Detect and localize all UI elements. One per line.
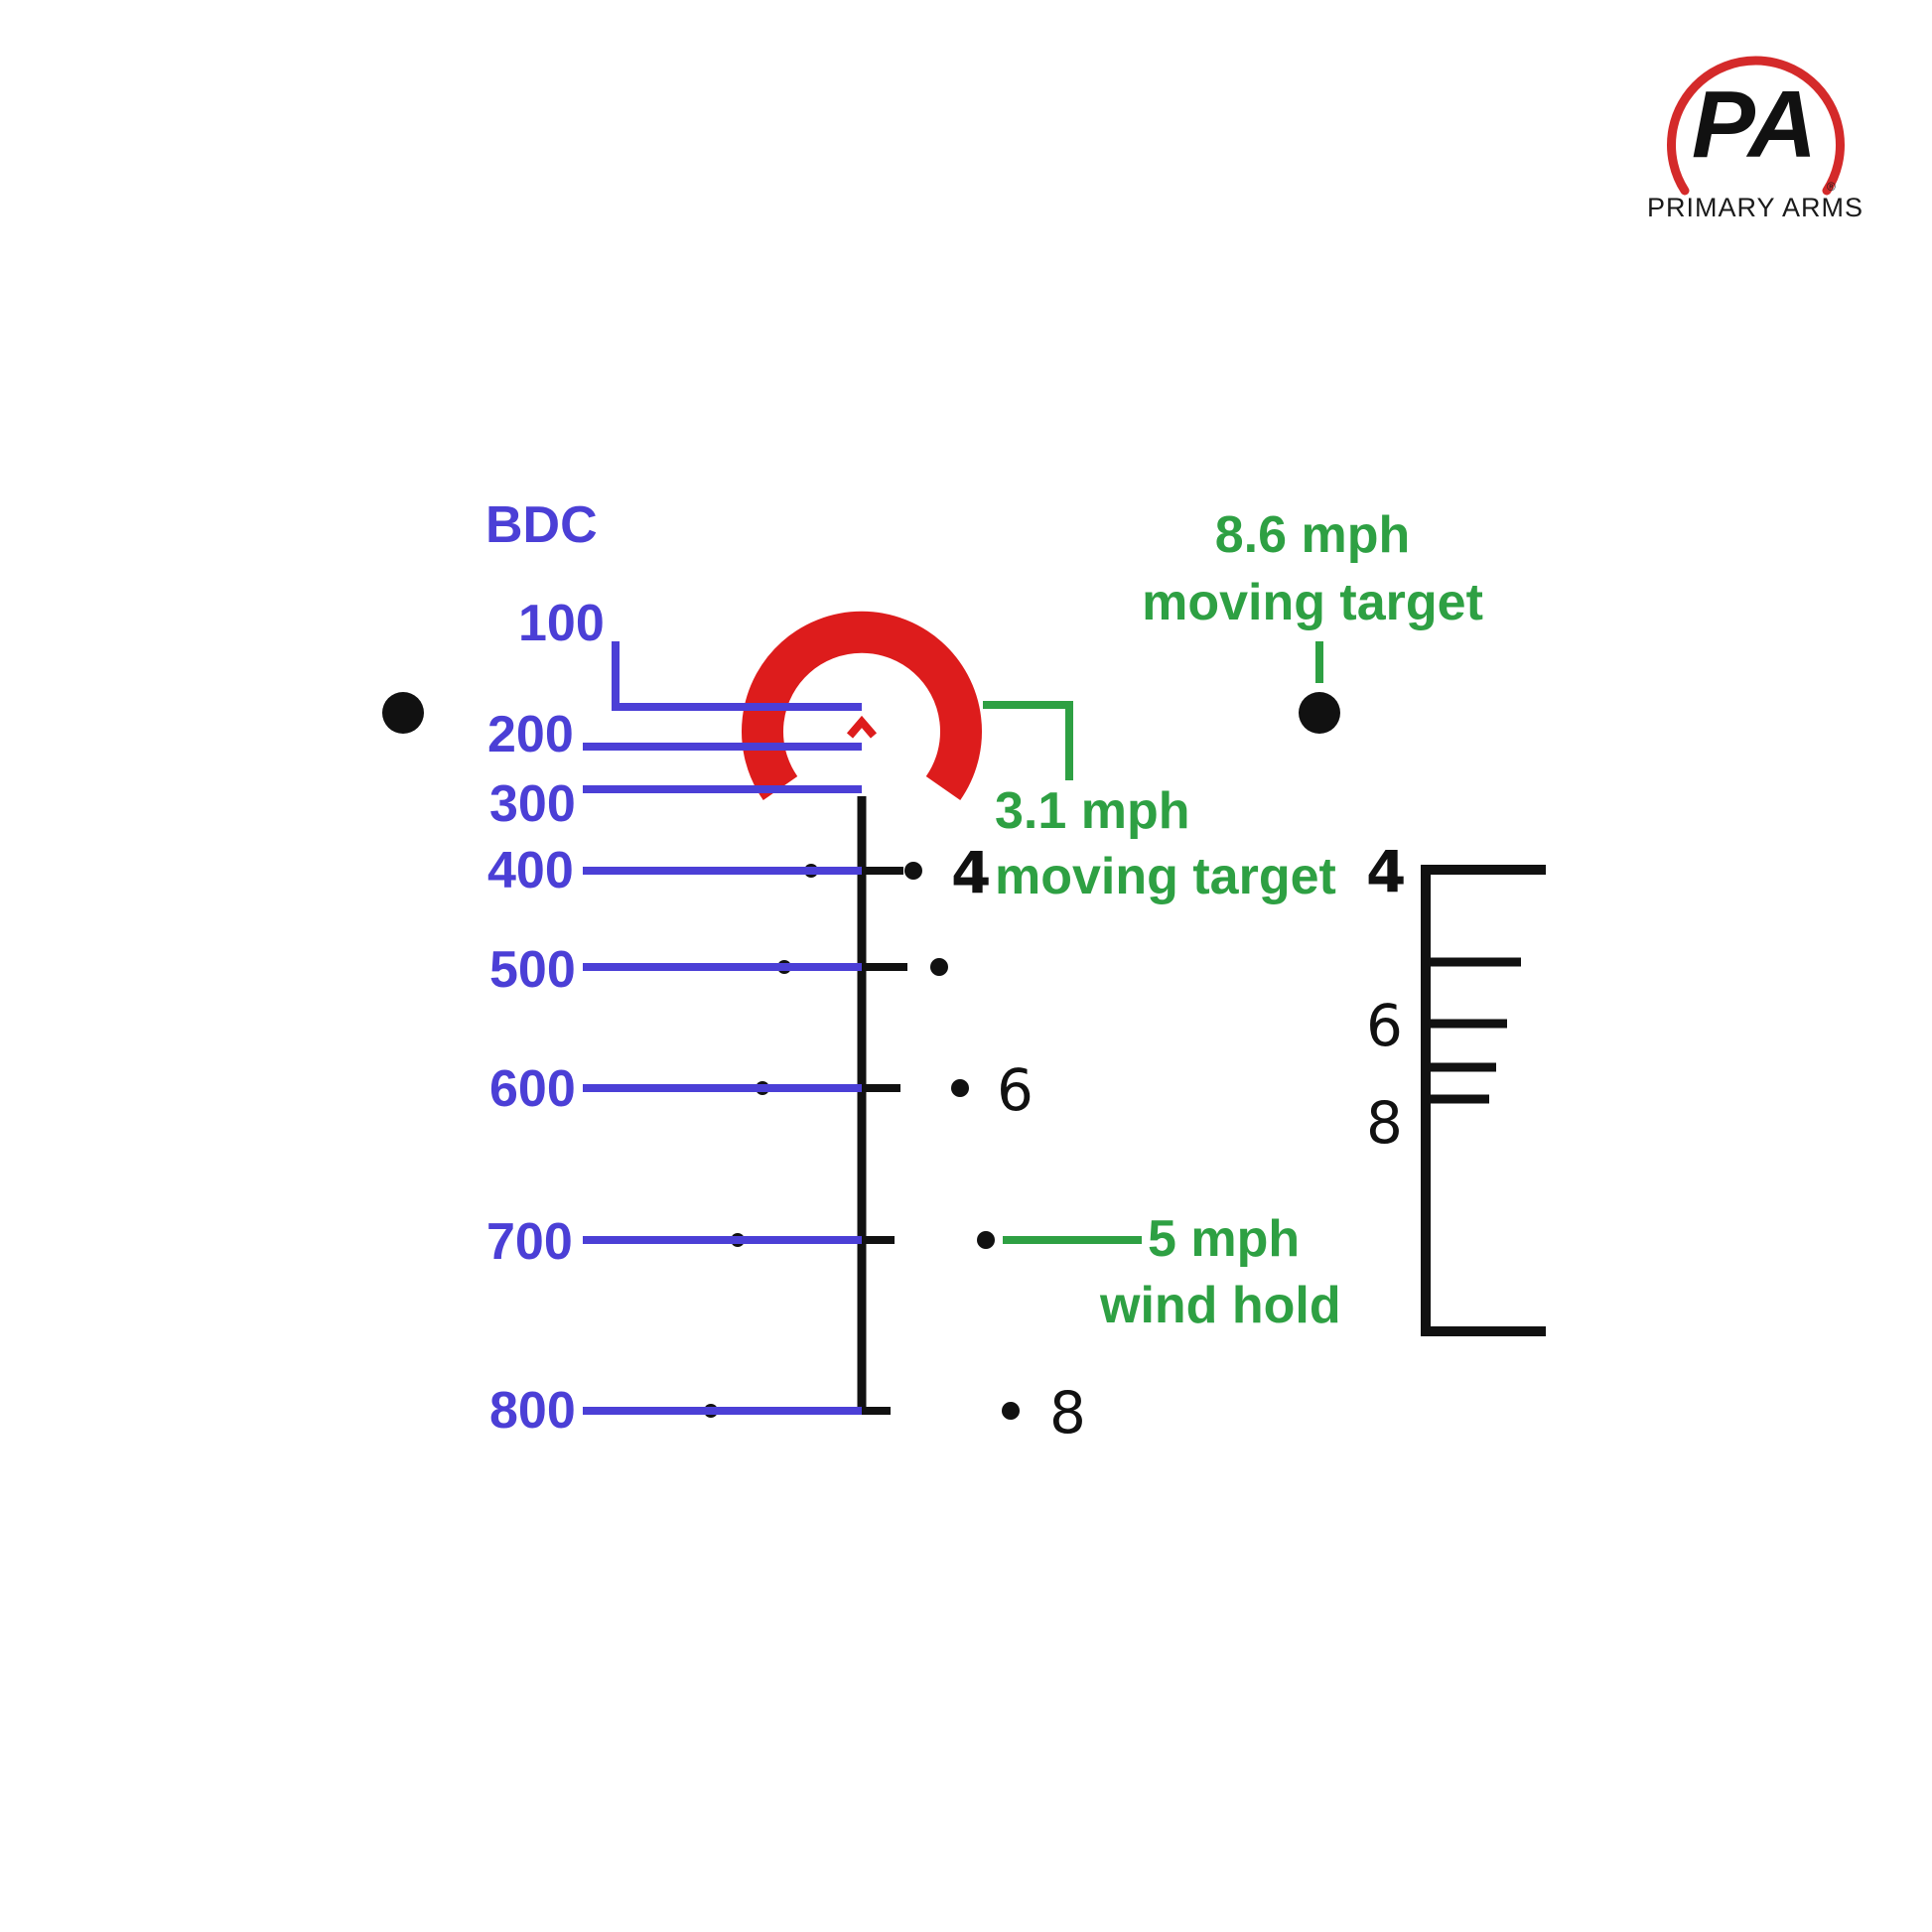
bdc-range-100: 100 bbox=[518, 595, 605, 652]
reticle-left-dot bbox=[382, 692, 424, 734]
bdc-range-500: 500 bbox=[489, 941, 576, 999]
lead-dot-700-right bbox=[977, 1231, 995, 1249]
bdc-range-600: 600 bbox=[489, 1060, 576, 1118]
annotation-wind-hold-line2: wind hold bbox=[1099, 1277, 1341, 1334]
lead-dot-400-right bbox=[904, 862, 922, 880]
bdc-range-700: 700 bbox=[486, 1213, 573, 1271]
annotation-3-1-mph-leader bbox=[983, 701, 1073, 780]
ranging-label-8: 8 bbox=[1366, 1089, 1403, 1157]
center-chevron bbox=[846, 715, 878, 739]
brand-logo-ring bbox=[1667, 56, 1845, 196]
ranging-label-4: 4 bbox=[1366, 838, 1406, 905]
center-ring bbox=[742, 611, 982, 800]
annotation-8-6-mph-line2: moving target bbox=[1142, 574, 1483, 631]
annotation-3-1-mph-line1: 3.1 mph bbox=[995, 782, 1190, 840]
lead-dot-500-right bbox=[930, 958, 948, 976]
reticle-right-dot bbox=[1299, 692, 1340, 734]
annotation-wind-hold-line1: 5 mph bbox=[1148, 1210, 1300, 1268]
green-annotations: 8.6 mph moving target 3.1 mph moving tar… bbox=[983, 506, 1483, 1334]
bdc-range-800: 800 bbox=[489, 1382, 576, 1440]
bdc-leader-100 bbox=[612, 641, 862, 711]
stadia-number-6: 6 bbox=[997, 1056, 1034, 1124]
center-horseshoe bbox=[742, 611, 982, 800]
stadia-number-8: 8 bbox=[1049, 1379, 1086, 1447]
bdc-range-400: 400 bbox=[487, 842, 574, 899]
bdc-callouts: BDC 100 200 300 400 500 600 700 800 bbox=[485, 496, 862, 1440]
lead-dot-800-right bbox=[1002, 1402, 1020, 1420]
bdc-title: BDC bbox=[485, 496, 598, 554]
ranging-label-6: 6 bbox=[1366, 992, 1403, 1059]
stadia-number-4: 4 bbox=[951, 839, 991, 906]
brand-name: PRIMARY ARMS bbox=[1647, 193, 1863, 222]
brand-registered-mark: ® bbox=[1827, 180, 1836, 194]
brand-logo: PA ® PRIMARY ARMS bbox=[1647, 56, 1863, 222]
lead-dot-600-right bbox=[951, 1079, 969, 1097]
annotation-3-1-mph-line2: moving target bbox=[995, 848, 1336, 905]
annotation-8-6-mph-line1: 8.6 mph bbox=[1215, 506, 1411, 564]
ranging-scale: 4 6 8 bbox=[1366, 838, 1546, 1336]
bdc-range-200: 200 bbox=[487, 706, 574, 763]
brand-logo-mark: PA bbox=[1692, 71, 1817, 178]
bdc-range-300: 300 bbox=[489, 775, 576, 833]
